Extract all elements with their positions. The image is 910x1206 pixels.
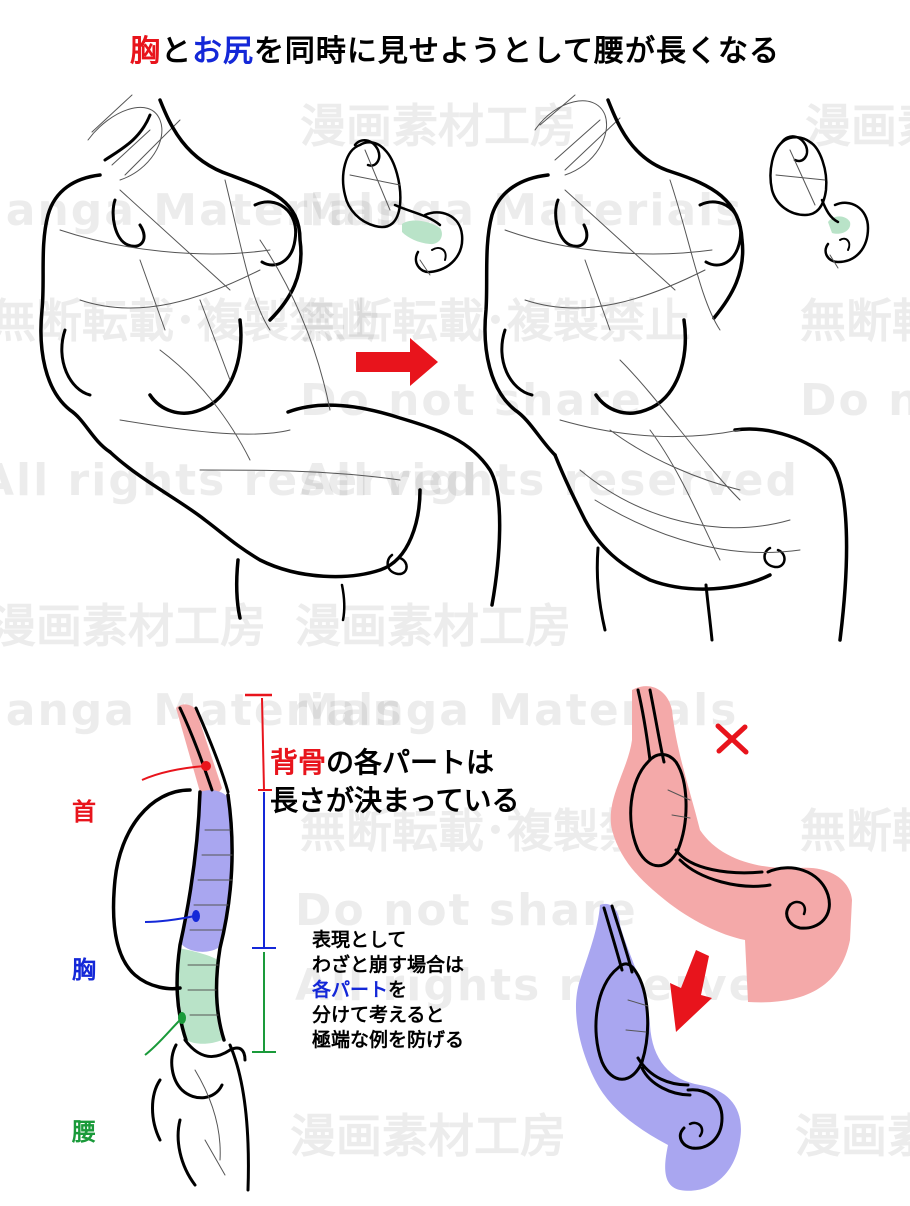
watermark-en: Do not share: [295, 885, 638, 936]
watermark-jp: 漫画素材工房: [805, 99, 910, 153]
wrong-example-sketch: [610, 686, 852, 1003]
spine-heading-line1-rest: の各パートは: [326, 746, 495, 779]
watermark-jp: 漫画素材工房: [290, 1109, 566, 1163]
watermark-en: All rights reserved: [300, 455, 799, 506]
note-line: 分けて考えると: [312, 1004, 445, 1026]
explanation-note: 表現として わざと崩す場合は 各パートを 分けて考えると 極端な例を防げる: [312, 928, 464, 1053]
spine-diagram: [111, 693, 276, 1192]
note-parts: 各パート: [312, 979, 389, 1001]
title-chest: 胸: [129, 34, 161, 69]
correct-example-sketch: [575, 903, 741, 1191]
watermark-jp: 無断転載･複製禁止: [300, 294, 691, 348]
spine-heading-line2: 長さが決まっている: [270, 784, 520, 817]
spine-heading: 背骨の各パートは 長さが決まっている: [270, 744, 519, 820]
title-rest: を同時に見せようとして腰が長くなる: [253, 34, 781, 69]
title-buttocks: お尻: [191, 34, 254, 69]
cross-icon: [715, 723, 749, 755]
label-waist: 腰: [72, 1118, 96, 1146]
label-chest: 胸: [72, 956, 96, 984]
arrow-down-left-icon: [670, 950, 712, 1032]
spine-heading-spine: 背骨: [270, 746, 327, 779]
watermark-jp: 漫画素材工房: [795, 1109, 910, 1163]
note-line: 表現として: [312, 929, 407, 951]
note-line: 極端な例を防げる: [312, 1029, 465, 1051]
note-line: わざと崩す場合は: [312, 954, 465, 976]
torso-sketch-left: [39, 94, 502, 622]
watermark-jp: 無断転載･複製禁止: [800, 294, 910, 348]
watermark-en: All rights reserved: [0, 455, 479, 506]
watermark-en: Manga Materials: [0, 185, 404, 236]
watermark-en: Do not share: [800, 375, 910, 426]
title-and: と: [160, 34, 192, 69]
watermark-jp: 無断転載･複製禁止: [800, 804, 910, 858]
spine-heading-line1: 背骨の各パートは: [270, 744, 519, 782]
page-title: 胸とお尻を同時に見せようとして腰が長くなる: [0, 26, 910, 70]
watermark-jp: 漫画素材工房: [295, 599, 571, 653]
watermark-en: All rights reserved: [295, 960, 794, 1011]
pelvis-thumbnail-left: [341, 139, 464, 276]
watermark-en: Do not share: [300, 375, 643, 426]
watermark-jp: 漫画素材工房: [0, 599, 266, 653]
watermark-en: Manga Materials: [300, 185, 744, 236]
note-line3-rest: を: [388, 979, 408, 1001]
label-neck: 首: [72, 798, 96, 826]
pelvis-thumbnail-right: [769, 135, 870, 269]
watermark-jp: 漫画素材工房: [300, 99, 576, 153]
torso-sketch-right: [483, 94, 849, 642]
note-line: 各パートを: [312, 978, 464, 1003]
arrow-right-icon: [356, 338, 438, 386]
